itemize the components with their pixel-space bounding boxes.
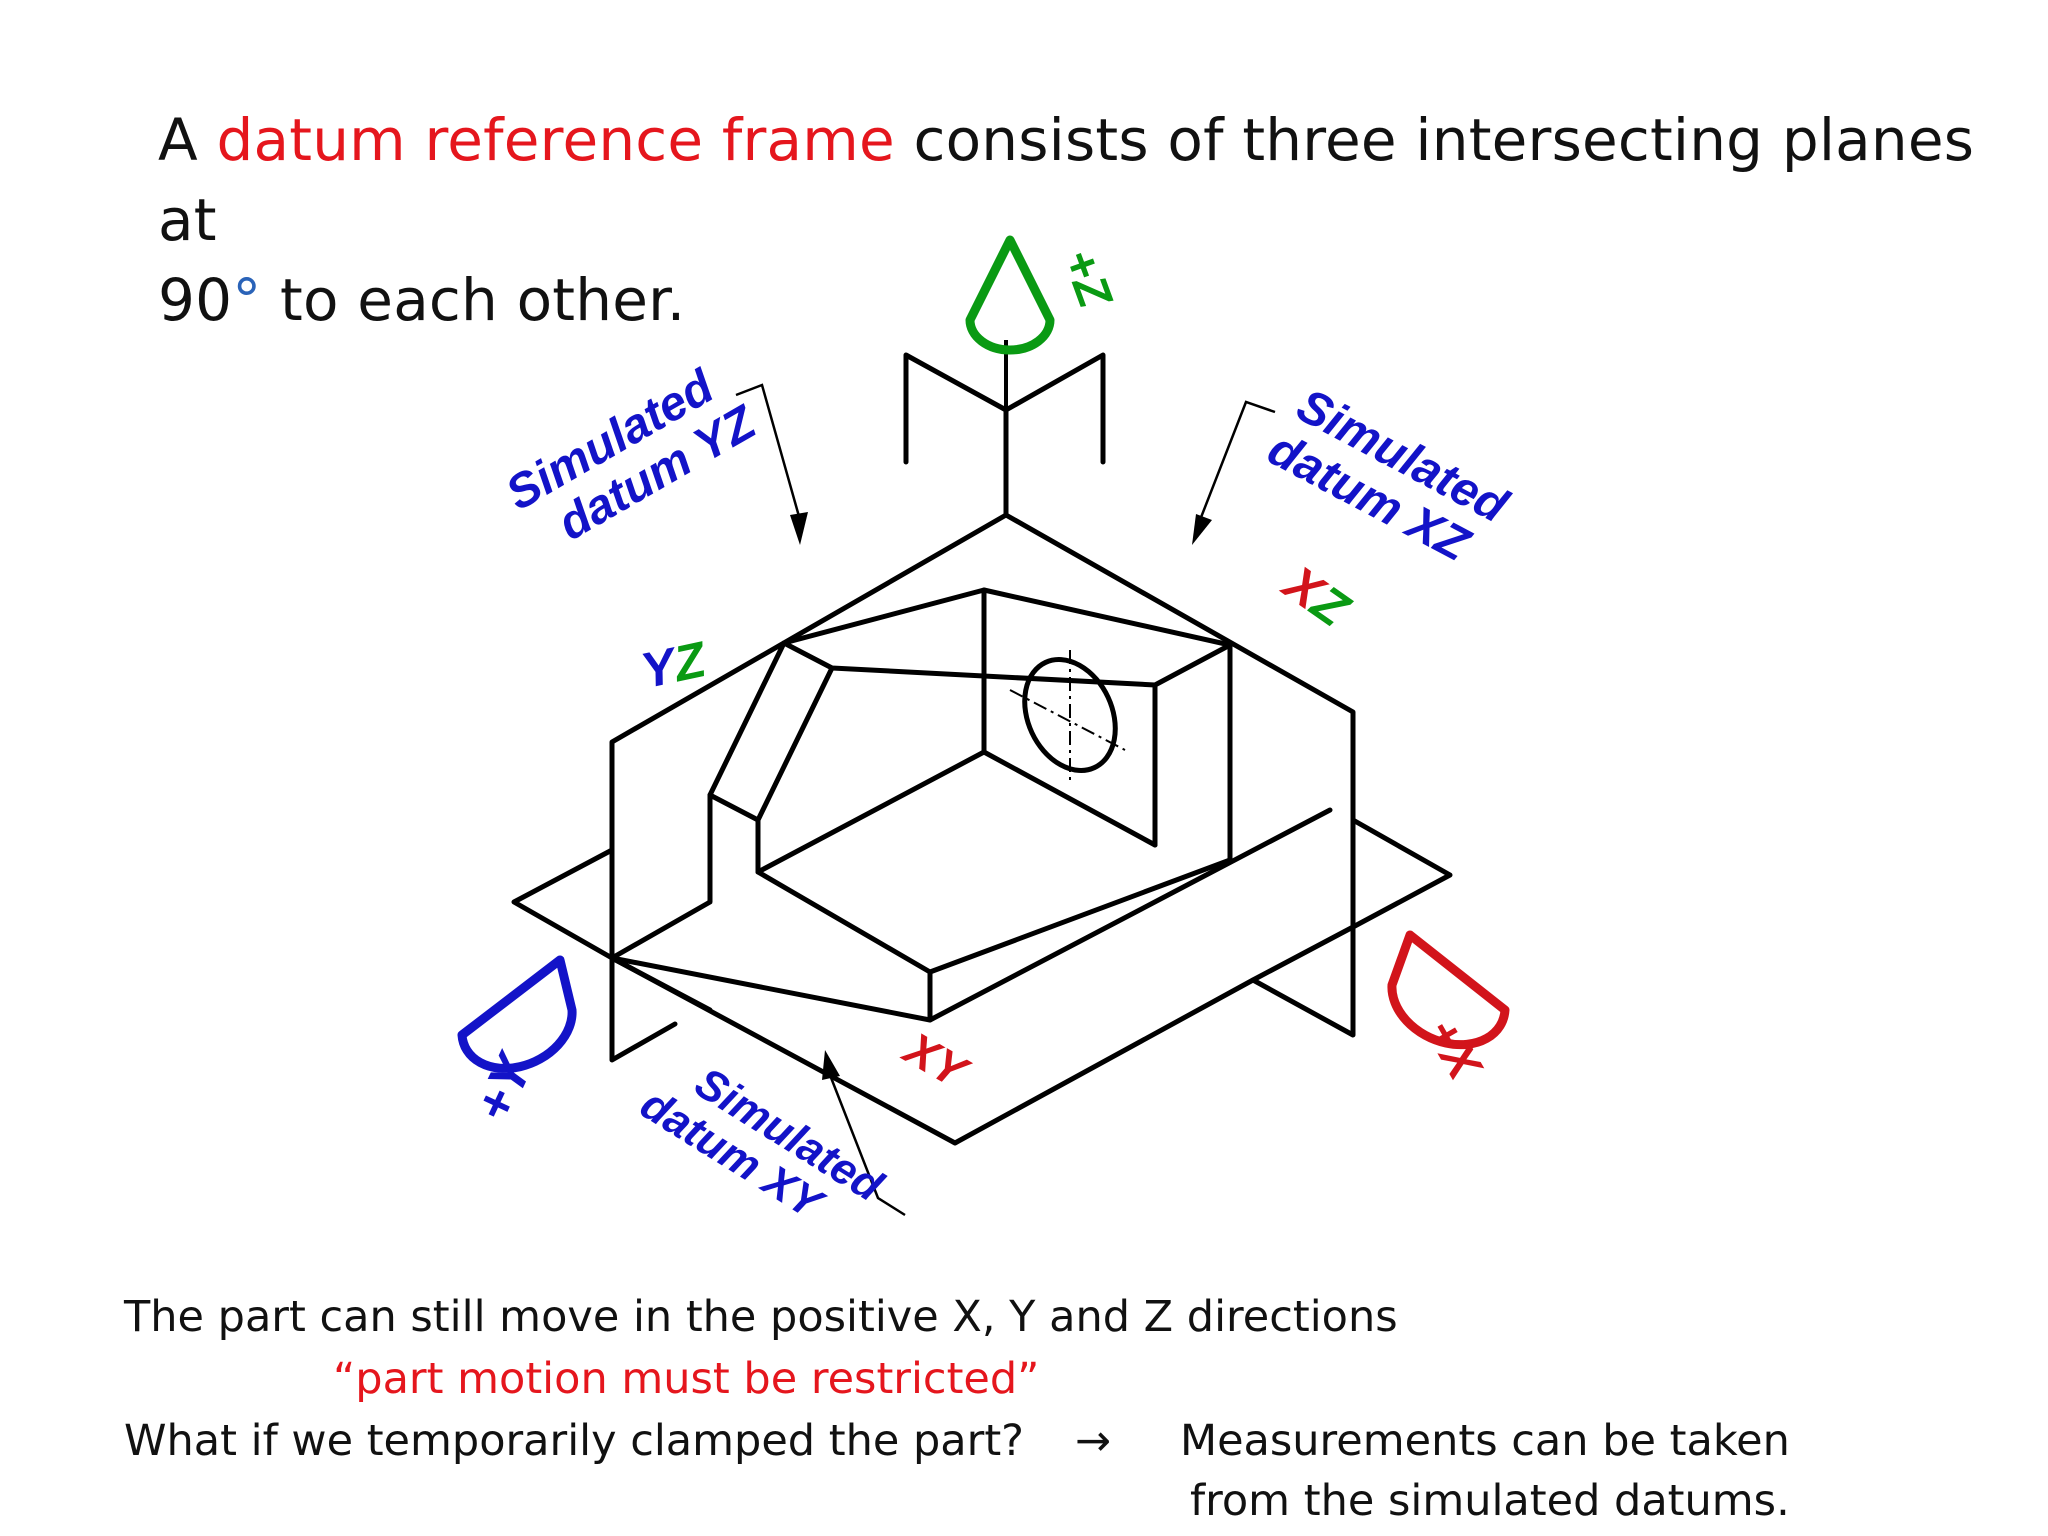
plus-z-arrow-icon [965,235,1055,355]
hole [1022,657,1118,773]
callout-yz-arrowhead [790,512,808,545]
callout-xz: Simulated datum XZ [1259,379,1517,573]
yz-plane-outline [609,512,1009,1063]
callout-xy: Simulated datum XY [632,1058,892,1230]
question-line: What if we temporarily clamped the part? [124,1416,1024,1466]
xy-plane-label: XY [894,1020,979,1099]
callout-yz-leader [735,383,802,521]
title-highlight: datum reference frame [216,106,895,174]
part-right-block [1152,642,1233,848]
yz-plane-label: YZ [636,631,713,700]
callout-xz-leader [1198,400,1276,521]
xz-plane-top-edge [1003,352,1106,465]
frame-and-part-lines [511,352,1453,1146]
hole-centerline-diagonal [1009,689,1126,751]
answer-line-2: from the simulated datums. [1190,1476,1790,1526]
answer-line-1: Measurements can be taken [1180,1416,1790,1466]
part-left-base [609,792,933,975]
title-part2: consists of three intersecting planes at [158,106,1975,254]
body-line-1: The part can still move in the positive … [124,1292,1398,1342]
quote-line: “part motion must be restricted” [333,1354,1040,1404]
hole-centerlines [1009,650,1126,780]
callout-xz-arrowhead [1192,514,1212,545]
part-chamfer-inner [755,665,835,823]
degree-symbol: ° [232,266,262,334]
plus-y-arrow-icon [457,955,577,1073]
title-part1: A [158,106,217,174]
title-line2-rest: to each other. [261,266,686,334]
part-chamfer-outer [707,640,787,798]
title-line2-number: 90 [158,266,233,334]
right-arrow-icon: → [1075,1416,1112,1466]
part-right-base [927,642,1233,975]
part-front-bottom [609,955,933,1023]
callout-xy-leader [828,1074,906,1217]
plus-x-arrow-icon [1387,930,1510,1050]
xz-plane-outline [1003,512,1356,1038]
part-inner-floor [755,749,1158,875]
x-axis-label: +X [1415,1010,1492,1091]
callout-xy-arrowhead [822,1050,840,1080]
xy-plane-outline [511,817,1453,1146]
xy-plane-left-edge [609,955,713,1013]
slide-title: A datum reference frame consists of thre… [158,100,1978,340]
part-bottom-right-edge [927,807,1333,1023]
yz-plane-top-edge [903,352,1009,518]
callout-yz: Simulated datum YZ [497,359,766,550]
z-axis-label: +Z [1052,242,1122,316]
xz-plane-label: XZ [1272,553,1361,639]
